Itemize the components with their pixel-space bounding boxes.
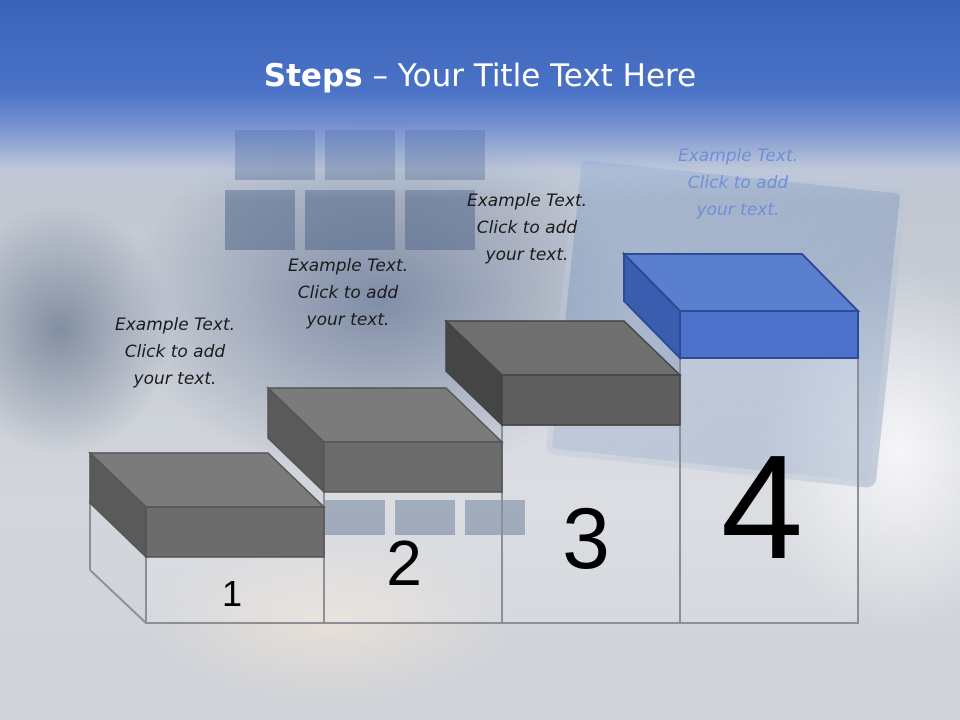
- caption-line: Click to add: [297, 283, 399, 303]
- caption-line: your text.: [485, 245, 569, 265]
- step-4-block[interactable]: [621, 251, 861, 361]
- step-3-block[interactable]: [444, 319, 682, 427]
- step-3-caption[interactable]: Example Text. Click to add your text.: [447, 188, 607, 269]
- caption-line: Click to add: [124, 342, 226, 362]
- step-4-caption[interactable]: Example Text. Click to add your text.: [658, 143, 818, 224]
- caption-line: your text.: [133, 369, 217, 389]
- caption-line: Click to add: [476, 218, 578, 238]
- caption-line: your text.: [306, 310, 390, 330]
- step-1-caption[interactable]: Example Text. Click to add your text.: [95, 312, 255, 393]
- caption-line: Example Text.: [287, 256, 409, 276]
- caption-line: Example Text.: [114, 315, 236, 335]
- step-2-number: 2: [386, 527, 422, 599]
- caption-line: Example Text.: [677, 146, 799, 166]
- title-rest: – Your Title Text Here: [362, 58, 697, 94]
- step-4-number: 4: [721, 425, 803, 590]
- title-bold: Steps: [263, 58, 363, 94]
- caption-line: your text.: [696, 200, 780, 220]
- step-1-block[interactable]: [88, 451, 326, 559]
- caption-line: Click to add: [687, 173, 789, 193]
- step-1-number: 1: [222, 573, 242, 614]
- step-3-number: 3: [562, 491, 610, 587]
- slide-title[interactable]: Steps – Your Title Text Here: [0, 58, 960, 94]
- step-2-caption[interactable]: Example Text. Click to add your text.: [268, 253, 428, 334]
- title-bar: [0, 0, 960, 200]
- step-2-block[interactable]: [266, 386, 504, 494]
- caption-line: Example Text.: [466, 191, 588, 211]
